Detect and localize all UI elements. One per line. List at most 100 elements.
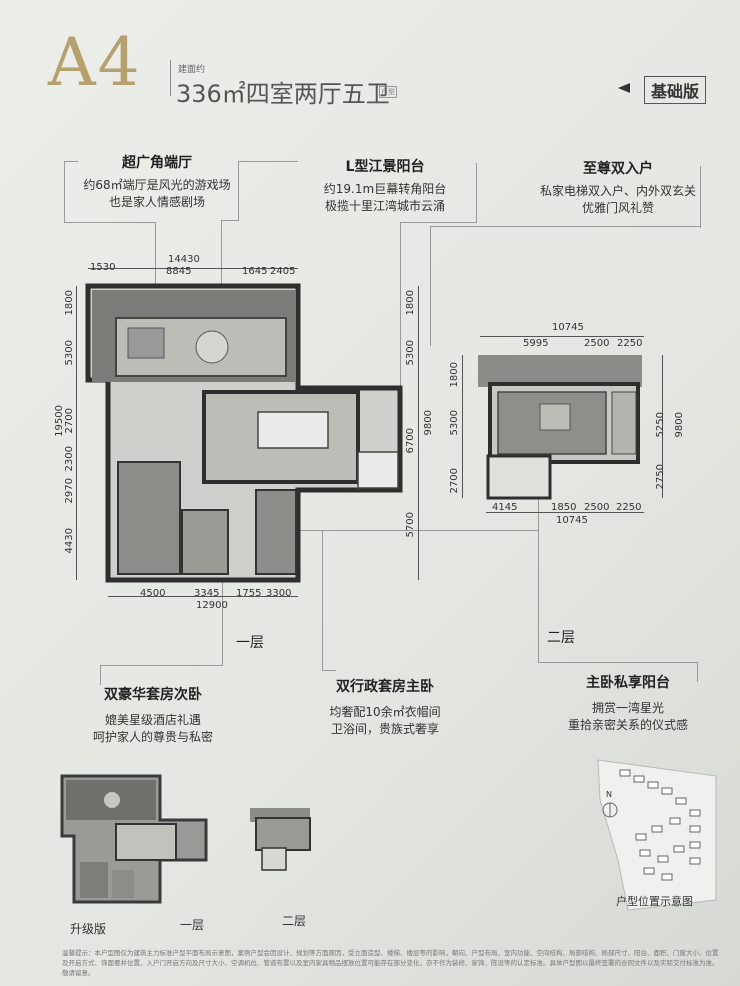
leader-line (100, 665, 101, 685)
feature-desc: 重拾亲密关系的仪式感 (567, 718, 688, 732)
leader-line (430, 226, 431, 346)
leader-line (221, 220, 222, 340)
leader-line (476, 163, 477, 223)
dim-bottom: 4500 (140, 588, 166, 599)
bathroom (611, 391, 637, 455)
feature-title: 双豪华套房次卧 (104, 687, 202, 703)
feature-desc: 拥赏一湾星光 (591, 701, 664, 715)
title-divider (170, 60, 171, 96)
feature-2: L型江景阳台 约19.1m巨幕转角阳台 极揽十里江湾城市云涌 (300, 156, 470, 215)
dim-line (418, 286, 419, 580)
upgrade-floor-1-thumb (60, 774, 208, 904)
feature-desc: 呵护家人的尊贵与私密 (92, 730, 213, 744)
leader-line (322, 530, 323, 670)
leader-line (322, 670, 336, 671)
feature-title: 至尊双入户 (583, 161, 653, 177)
dim-top-total: 14430 (168, 254, 200, 265)
balcony (486, 454, 552, 500)
upgrade-floor-2-thumb (250, 808, 311, 871)
terrace-area (478, 355, 642, 387)
upgrade-version-label: 升级版 (70, 922, 107, 936)
feature-desc: 约68㎡端厅是风光的游戏场 (83, 178, 231, 192)
dim-bottom: 4145 (492, 502, 518, 513)
feature-title: 超广角端厅 (122, 155, 192, 171)
floor-2-label: 二层 (547, 630, 575, 646)
dim-line (480, 336, 644, 337)
leader-line (64, 222, 156, 223)
leader-line (221, 220, 239, 221)
leader-line (400, 222, 401, 392)
elevator (257, 411, 329, 449)
leader-line (538, 662, 698, 663)
feature-6: 主卧私享阳台 拥赏一湾星光 重拾亲密关系的仪式感 (548, 672, 708, 734)
north-icon: N (606, 790, 612, 799)
feature-3: 至尊双入户 私家电梯双入户、内外双玄关 优雅门风礼赞 (518, 158, 718, 217)
bedroom (255, 489, 297, 575)
leader-line (100, 665, 223, 666)
disclaimer: 温馨提示：本户型图仅为建筑主力标准户型平面布局示意图，案例户型会因设计、规划等方… (62, 949, 719, 977)
leader-line (238, 161, 298, 162)
leader-line (64, 161, 78, 162)
feature-desc: 极揽十里江湾城市云涌 (324, 199, 445, 213)
dim-top-total: 10745 (552, 322, 584, 333)
dim-line (462, 355, 463, 498)
dim-top: 2500 (584, 338, 610, 349)
feature-desc: 卫浴间，贵族式奢享 (330, 722, 439, 736)
thumb-floor-2-label: 二层 (282, 914, 307, 928)
area-label: 建面约 (178, 65, 206, 75)
leader-line (430, 226, 701, 227)
thumb-floor-1-label: 一层 (180, 918, 205, 932)
feature-desc: 均奢配10余㎡衣帽间 (329, 705, 441, 719)
dim-bottom: 1755 (236, 588, 262, 599)
plan-title: A4 (48, 24, 142, 101)
dim-bottom: 3300 (266, 588, 292, 599)
elevator (357, 451, 399, 489)
feature-4: 双豪华套房次卧 媲美星级酒店礼遇 呵护家人的尊贵与私密 (68, 684, 238, 746)
dim-top: 1645 (242, 266, 268, 277)
feature-desc: 私家电梯双入户、内外双玄关 (539, 184, 696, 198)
floor-1-label: 一层 (236, 635, 264, 651)
feature-title: L型江景阳台 (345, 159, 425, 175)
floor-1-walls (85, 283, 403, 583)
sofa (127, 327, 165, 359)
leader-line (296, 530, 538, 531)
dim-bottom-total: 12900 (196, 600, 228, 611)
version-badge: 基础版 (644, 76, 707, 104)
feature-desc: 也是家人情感剧场 (108, 195, 205, 209)
version-arrow-icon (618, 83, 630, 93)
area-text: 336㎡四室两厅五卫 (176, 80, 390, 108)
feature-1: 超广角端厅 约68㎡端厅是风光的游戏场 也是家人情感剧场 (72, 152, 242, 211)
dim-top: 2405 (270, 266, 296, 277)
dim-top: 5995 (523, 338, 549, 349)
dim-top: 2250 (617, 338, 643, 349)
leader-line (538, 480, 539, 663)
leader-line (400, 222, 477, 223)
dim-line (662, 355, 663, 498)
dim-bottom: 2250 (616, 502, 642, 513)
leader-line (155, 222, 156, 342)
leader-line (700, 166, 701, 228)
dim-line (486, 512, 644, 513)
leader-line (697, 662, 698, 682)
feature-5: 双行政套房主卧 均奢配10余㎡衣帽间 卫浴间，贵族式奢享 (310, 676, 460, 738)
dim-top: 8845 (166, 266, 192, 277)
feature-desc: 媲美星级酒店礼遇 (104, 713, 201, 727)
dim-line (76, 286, 77, 580)
location-label: 户型位置示意图 (616, 895, 693, 908)
dim-line (88, 268, 298, 269)
bedroom (181, 509, 229, 575)
feature-title: 主卧私享阳台 (586, 675, 670, 691)
bed (539, 403, 571, 431)
dim-top: 1530 (90, 262, 116, 273)
feature-desc: 约19.1m巨幕转角阳台 (323, 182, 447, 196)
feature-title: 双行政套房主卧 (336, 679, 434, 695)
dining-table (195, 330, 229, 364)
floor-2-walls (478, 355, 642, 500)
bedroom (117, 461, 181, 575)
leader-line (238, 161, 239, 221)
feature-desc: 优雅门风礼赞 (581, 201, 654, 215)
